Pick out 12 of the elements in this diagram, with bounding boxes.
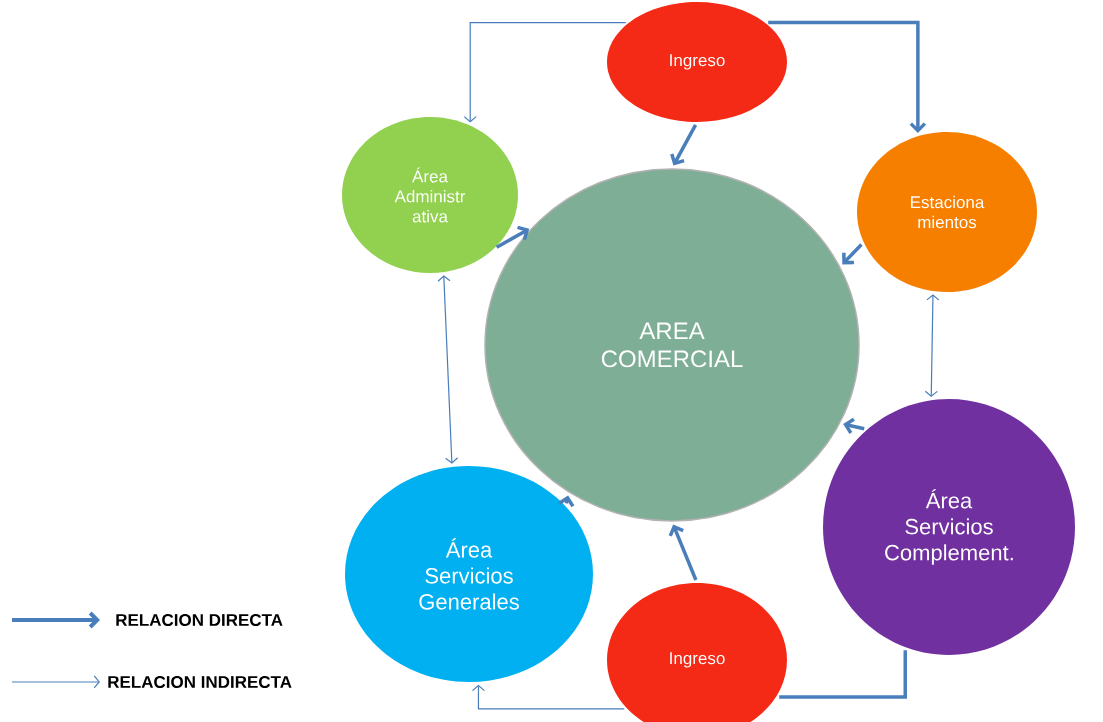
arrow <box>437 275 459 464</box>
arrow <box>670 124 698 166</box>
arrow <box>471 684 625 710</box>
arrow <box>768 20 927 134</box>
arrow <box>463 22 627 123</box>
arrow <box>843 417 865 434</box>
legend-label: RELACION INDIRECTA <box>108 675 292 688</box>
legend-label: RELACION DIRECTA <box>116 613 283 626</box>
arrow <box>668 524 698 581</box>
arrow <box>924 294 940 398</box>
arrow <box>842 243 863 265</box>
arrow <box>495 225 530 249</box>
